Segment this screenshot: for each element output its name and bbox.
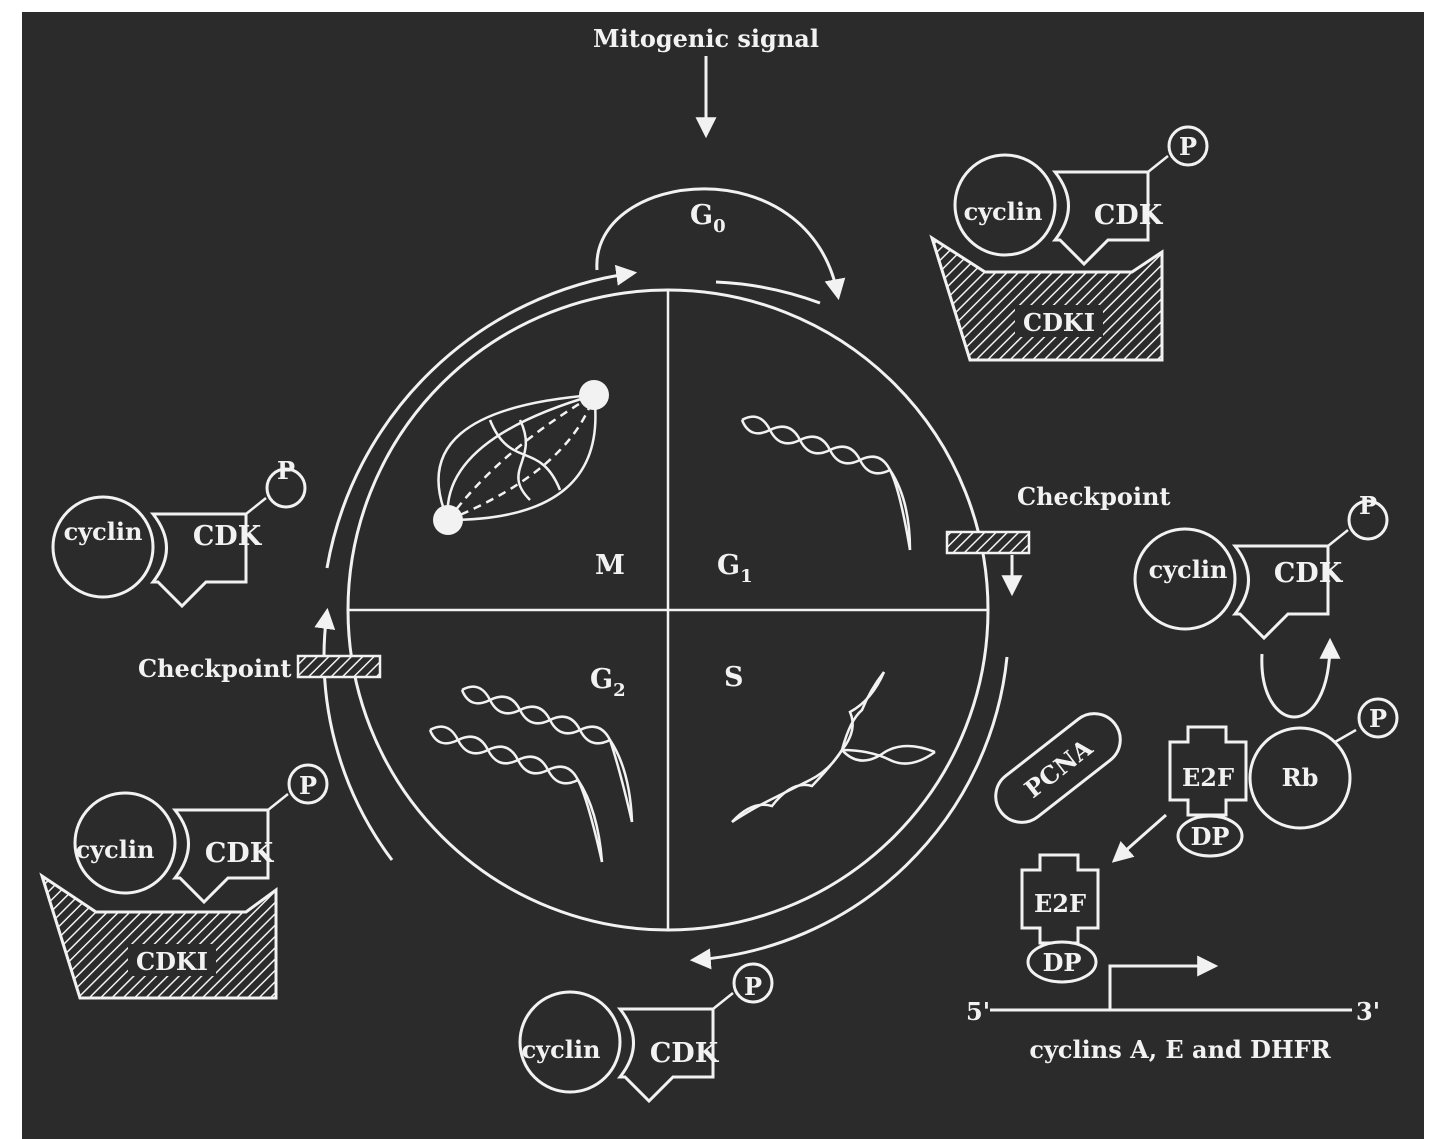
cyclin-cdk-complex-right: cyclin CDK P [1133, 491, 1389, 640]
checkpoint-bar-left [296, 654, 382, 679]
cyclin-label: cyclin [1149, 555, 1228, 584]
g0-loop [595, 187, 846, 301]
transcription-start-arrow [1108, 955, 1219, 1010]
rb-phosphorylation-arrow [1260, 637, 1341, 719]
e2f-release-arrow [1111, 813, 1167, 863]
cdk-label: CDK [1094, 200, 1164, 231]
checkpoint-label-right: Checkpoint [1017, 482, 1171, 511]
phospho-label: P [277, 456, 295, 485]
target-genes-label: cyclins A, E and DHFR [1029, 1035, 1331, 1064]
cycle-arc-left-lower [314, 607, 394, 861]
cyclin-cdk-complex-left: cyclin CDK P [51, 456, 307, 608]
cyclin-cdk-cdki-complex-top-right: CDKI cyclin CDK P [929, 125, 1209, 362]
dp-ellipse [1026, 940, 1098, 984]
phospho-label: P [1179, 132, 1197, 161]
cdki-label: CDKI [1023, 308, 1095, 337]
cyclin-label: cyclin [964, 197, 1043, 226]
g0-label: G0 [690, 200, 726, 237]
dp-label: DP [1191, 822, 1230, 851]
cdki-label: CDKI [136, 947, 208, 976]
checkpoint-bar-right [945, 530, 1031, 555]
cdki-block [39, 872, 278, 1000]
phase-g2-label: G2 [590, 664, 626, 701]
dp-label: DP [1043, 948, 1082, 977]
dp-ellipse [1176, 814, 1244, 858]
dna-helix-icon-g1 [740, 415, 912, 551]
cycle-arc-bottom-right [689, 656, 1009, 970]
e2f-label: E2F [1034, 889, 1086, 918]
three-prime-label: 3' [1356, 997, 1380, 1026]
cyclin-label: cyclin [64, 517, 143, 546]
checkpoint-label-left: Checkpoint [138, 654, 292, 683]
mitotic-spindle-icon [433, 380, 609, 535]
cycle-arc-top-right [715, 280, 821, 305]
cycle-arc-top-left [325, 264, 638, 569]
rb-e2f-dp-complex: Rb P E2F DP [1168, 697, 1399, 858]
cdk-label: CDK [205, 838, 275, 869]
pcna-icon: PCNA [994, 712, 1122, 824]
cdk-label: CDK [1274, 558, 1344, 589]
cdk-label: CDK [650, 1038, 720, 1069]
phospho-label: P [744, 972, 762, 1001]
phase-s-label: S [724, 662, 744, 693]
e2f-label: E2F [1182, 763, 1234, 792]
dna-replication-fork-icon-s [731, 671, 936, 824]
rb-label: Rb [1282, 763, 1319, 792]
dna-helix-icon-g2 [428, 685, 634, 863]
cyclin-cdk-cdki-complex-left-bottom: CDKI cyclin CDK P [39, 763, 329, 1000]
rb-phospho-label: P [1369, 704, 1387, 733]
cyclin-label: cyclin [522, 1035, 601, 1064]
cyclin-cdk-complex-bottom: cyclin CDK P [518, 962, 774, 1103]
five-prime-label: 5' [966, 997, 990, 1026]
free-e2f-dp-complex: E2F DP [1020, 853, 1100, 984]
cdk-label: CDK [193, 521, 263, 552]
cdki-block [929, 234, 1164, 362]
phospho-label: P [1359, 491, 1377, 520]
phase-m-label: M [595, 550, 625, 581]
phospho-label: P [299, 771, 317, 800]
cyclin-label: cyclin [76, 835, 155, 864]
rb-circle [1248, 726, 1352, 830]
e2f-shape [1168, 725, 1248, 817]
phase-g1-label: G1 [717, 550, 753, 587]
mitogenic-signal-label: Mitogenic signal [593, 24, 819, 53]
